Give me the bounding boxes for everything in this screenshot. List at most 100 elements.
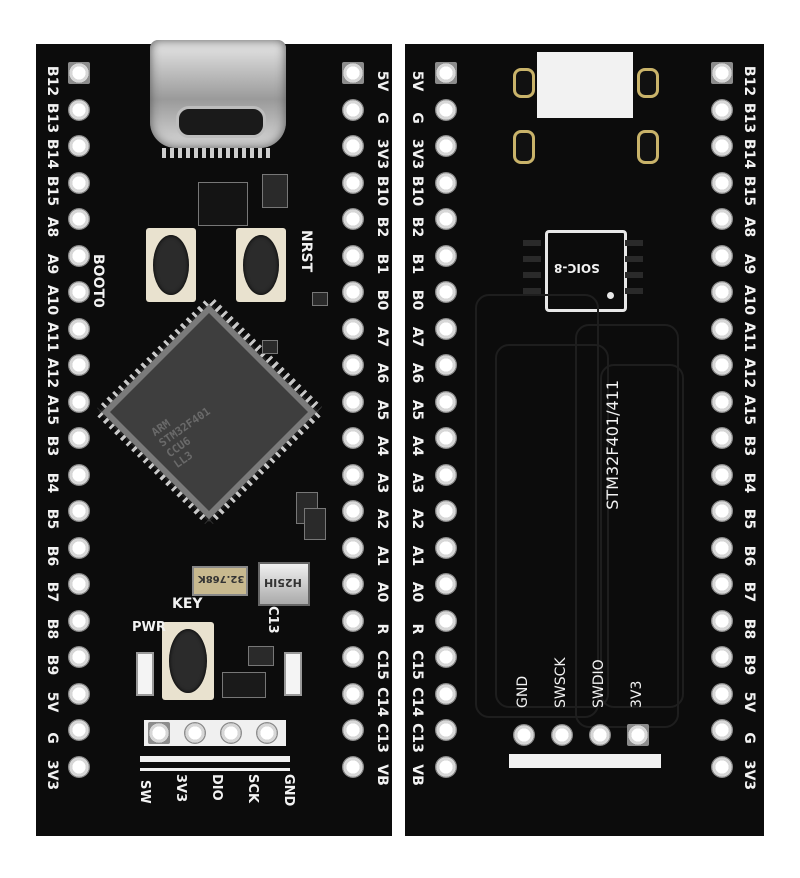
header-pin (711, 682, 733, 705)
silk-bar (509, 754, 661, 768)
pin-label: C13 (409, 723, 425, 753)
pin-label: A9 (44, 253, 60, 274)
pin-label: B2 (374, 216, 390, 238)
header-pin (711, 390, 733, 413)
pin-label: G (409, 111, 425, 124)
pin-label: A10 (44, 284, 60, 316)
header-pin (435, 682, 457, 705)
header-pin (435, 317, 457, 340)
back-swd-swdio: SWDIO (591, 659, 607, 708)
pin-label: A1 (409, 545, 425, 566)
key-button[interactable] (162, 622, 214, 700)
pin-label: A15 (44, 394, 60, 425)
header-pin (342, 536, 364, 559)
pin-label: A3 (374, 472, 390, 493)
pin-label: B9 (741, 654, 757, 676)
header-pin (342, 719, 364, 741)
header-pin (68, 682, 90, 705)
header-pin (342, 609, 364, 632)
header-pin (711, 208, 733, 230)
swd-label-3v3: 3V3 (173, 774, 188, 803)
pin-label: A11 (741, 321, 757, 352)
header-pin (68, 427, 90, 449)
header-pin (711, 98, 733, 121)
key-label: KEY (172, 596, 203, 612)
pin-label: B13 (44, 102, 60, 133)
header-pin (711, 317, 733, 340)
header-pin (435, 281, 457, 303)
pin-label: B3 (741, 435, 757, 457)
pin-label: 3V3 (44, 759, 60, 790)
pin-label: B10 (374, 175, 390, 206)
pin-label: B14 (741, 138, 757, 170)
pin-label: A4 (374, 435, 390, 457)
pin-label: B3 (44, 435, 60, 457)
pin-label: A7 (409, 326, 425, 347)
pin-label: B13 (741, 102, 757, 133)
pin-label: B14 (44, 138, 60, 170)
pin-label: B7 (44, 581, 60, 603)
header-pin (435, 98, 457, 121)
header-pin (435, 62, 457, 84)
header-pin (711, 244, 733, 267)
pin-label: C14 (409, 686, 425, 717)
pin-label: A8 (741, 216, 757, 238)
header-pin (711, 135, 733, 157)
pin-label: B2 (409, 216, 425, 238)
pin-label: B4 (44, 472, 60, 493)
header-pin (435, 354, 457, 376)
pin-label: 5V (741, 691, 757, 712)
swd-label-sw: SW (137, 780, 152, 804)
pin-label: A4 (409, 435, 425, 457)
pin-label: 3V3 (741, 759, 757, 790)
pin-label: A2 (409, 508, 425, 530)
header-pin (68, 354, 90, 376)
header-pin (342, 62, 364, 84)
pin-label: C15 (409, 650, 425, 680)
header-pin (68, 719, 90, 741)
boot0-button[interactable] (146, 228, 196, 302)
header-pin (68, 390, 90, 413)
pin-label: A5 (409, 399, 425, 420)
header-pin (435, 755, 457, 778)
header-pin (435, 646, 457, 668)
header-pin (435, 719, 457, 741)
header-pin (68, 755, 90, 778)
nrst-button[interactable] (236, 228, 286, 302)
header-pin (342, 171, 364, 194)
pin-label: A10 (741, 284, 757, 316)
header-pin (711, 281, 733, 303)
pin-label: B0 (374, 289, 390, 311)
header-pin (711, 171, 733, 194)
pin-label: B12 (44, 65, 60, 97)
header-pin (435, 244, 457, 267)
pin-label: C14 (374, 686, 390, 717)
pin-label: B9 (44, 654, 60, 676)
mcu-label: STM32F401/411 (603, 380, 622, 510)
pin-label: G (374, 111, 390, 124)
c13-label: C13 (265, 606, 280, 634)
header-pin (435, 390, 457, 413)
header-pin (342, 682, 364, 705)
led-icon (284, 652, 302, 696)
header-pin (342, 463, 364, 486)
pin-label: C13 (374, 723, 390, 753)
usb-c-connector-icon (150, 40, 286, 148)
header-pin (342, 646, 364, 668)
pin-label: A5 (374, 399, 390, 420)
header-pin (711, 609, 733, 632)
pin-label: B6 (44, 545, 60, 566)
header-pin (68, 500, 90, 522)
swd-label-gnd: GND (281, 774, 296, 807)
header-pin (68, 646, 90, 668)
header-pin (68, 62, 90, 84)
header-pin (342, 573, 364, 595)
swd-label-sck: SCK (245, 774, 260, 803)
pin-label: A12 (741, 357, 757, 389)
header-pin (342, 135, 364, 157)
pin-label: A6 (374, 362, 390, 384)
header-pin (711, 463, 733, 486)
header-pin (342, 390, 364, 413)
pwr-label: PWR (132, 620, 166, 635)
pin-label: B1 (374, 253, 390, 274)
